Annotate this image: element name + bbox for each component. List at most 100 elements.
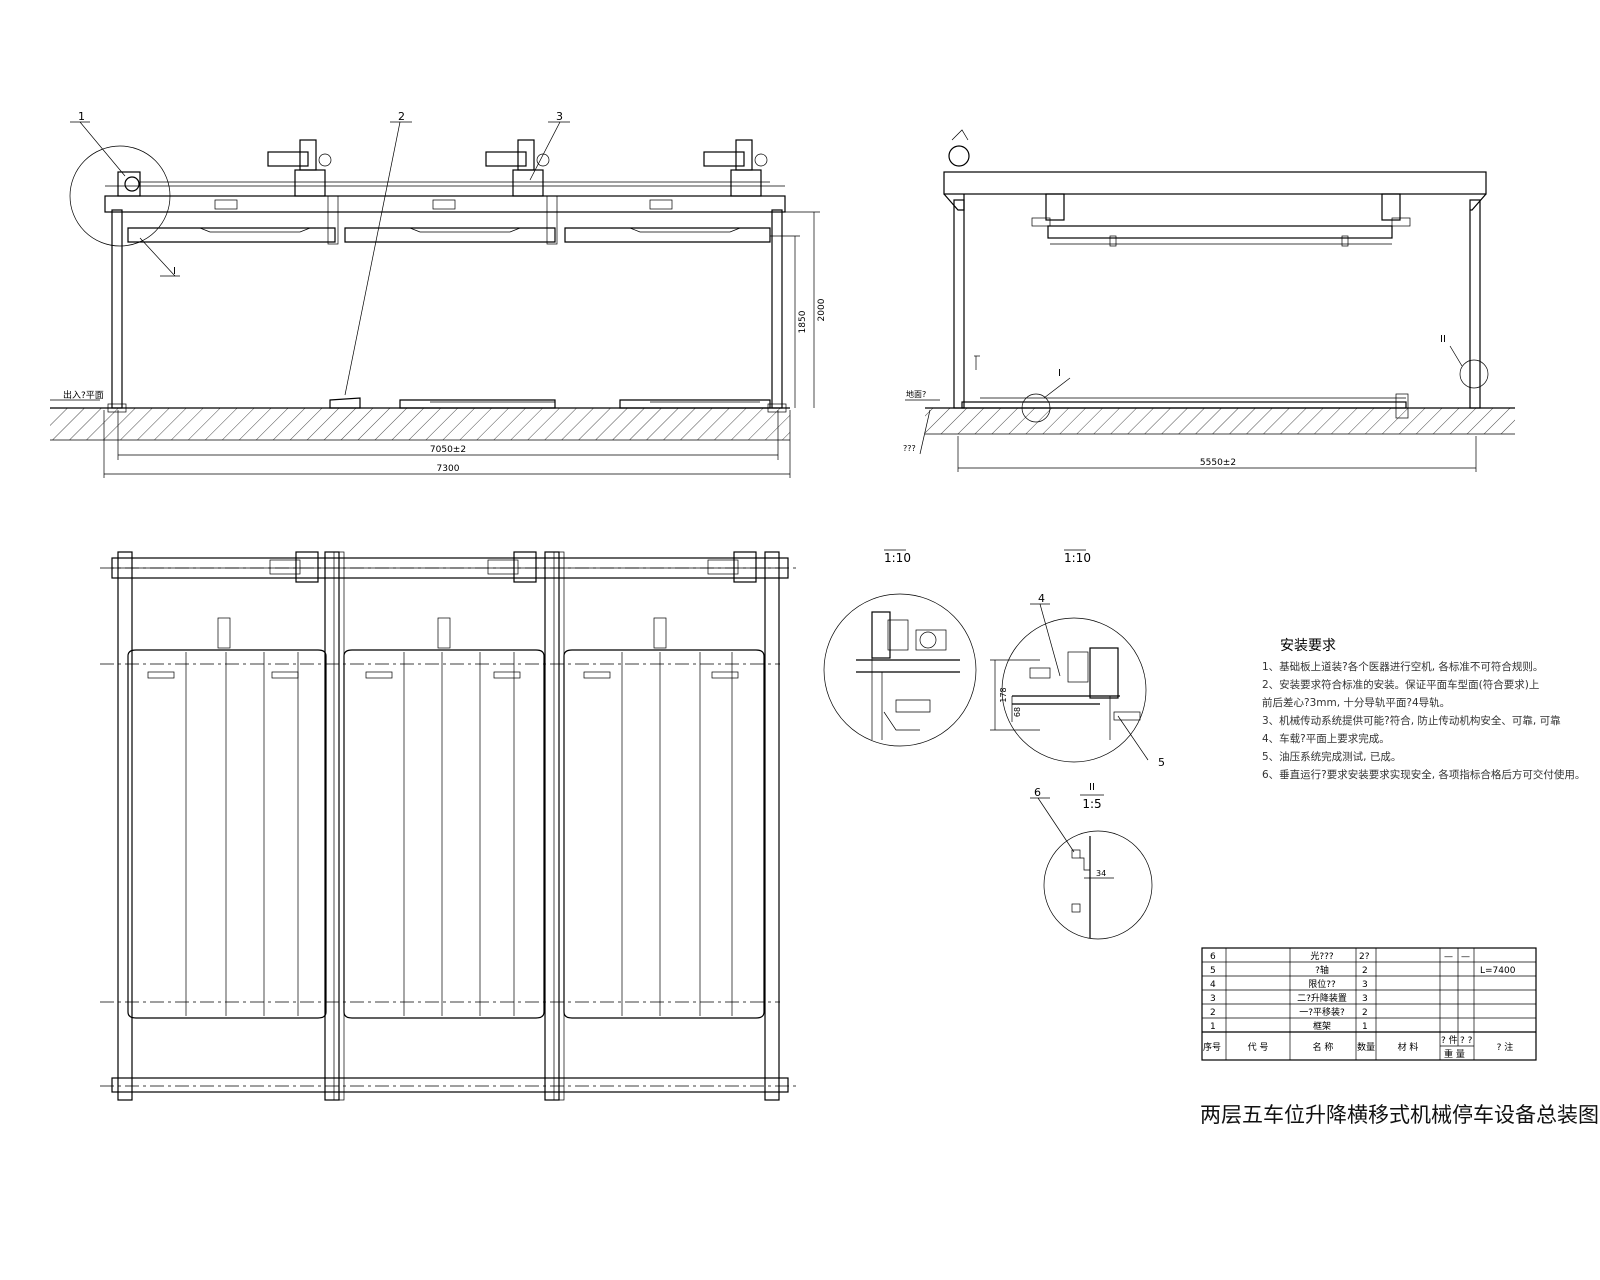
- detail-views: 1:10 1:10 178 68 4 5: [823, 549, 1165, 940]
- bom-row-2: 2 一?平移装? 2: [1210, 1006, 1368, 1018]
- detail-circle-I: [823, 593, 977, 747]
- upper-platform-2: [344, 227, 556, 243]
- callout-4: 4: [1038, 592, 1045, 605]
- svg-text:—: —: [1444, 952, 1453, 962]
- plan-pallet-3: [563, 617, 765, 1019]
- callout-6: 6: [1034, 786, 1041, 799]
- side-view: I II 地面? ??? 5550±2: [903, 129, 1515, 472]
- svg-text:框架: 框架: [1313, 1020, 1331, 1032]
- scale-b: 1:10: [1064, 551, 1091, 565]
- svg-text:光???: 光???: [1310, 950, 1334, 962]
- bom-header: 序号 代 号 名 称 数量 材 料 ? 件 ? ? 重 量 ? 注: [1203, 1034, 1513, 1060]
- svg-text:4: 4: [1210, 980, 1216, 990]
- dim-34: 34: [1096, 869, 1106, 878]
- plan-column-4: [764, 551, 780, 1101]
- svg-text:2: 2: [1210, 1008, 1216, 1018]
- requirement-line-7: 6、垂直运行?要求安装要求实现安全, 各项指标合格后方可交付使用。: [1262, 768, 1585, 781]
- svg-text:重 量: 重 量: [1444, 1048, 1465, 1060]
- front-view: I 1 2 3 出入?平面 2000 1850 7050±2 7300: [50, 110, 827, 478]
- svg-text:材 料: 材 料: [1398, 1041, 1419, 1053]
- requirements-heading: 安装要求: [1280, 638, 1336, 654]
- side-upper-platform: [1047, 225, 1393, 239]
- side-ground-hatch: [925, 408, 1515, 434]
- svg-text:3: 3: [1362, 980, 1368, 990]
- scale-c-num: II: [1089, 782, 1095, 793]
- plan-column-3: [544, 551, 560, 1101]
- bom-table: 6 光??? 2? — — 5 ?轴 2 L=7400 4 限位?? 3 3 二…: [1201, 947, 1537, 1061]
- svg-text:名 称: 名 称: [1313, 1041, 1334, 1053]
- svg-text:2: 2: [1362, 966, 1368, 976]
- dim-178: 178: [999, 687, 1008, 702]
- svg-text:? ?: ? ?: [1460, 1036, 1473, 1046]
- front-top-beam: [104, 195, 786, 213]
- bom-row-6: 6 光??? 2? — —: [1210, 950, 1470, 962]
- detail-I-label: I: [173, 266, 176, 277]
- drawing-title: 两层五车位升降横移式机械停车设备总装图: [1200, 1103, 1599, 1127]
- side-detail-II-label: II: [1440, 334, 1446, 345]
- svg-text:1: 1: [1210, 1022, 1216, 1032]
- motor-unit-3: [703, 139, 768, 197]
- svg-text:6: 6: [1210, 952, 1216, 962]
- plan-pallet-2: [343, 617, 545, 1019]
- plan-bottom-rail: [111, 1077, 789, 1093]
- install-requirements: 安装要求 1、基础板上道装?各个医器进行空机, 各标准不可符合规则。 2、安装要…: [1262, 638, 1585, 781]
- plan-view: [100, 551, 800, 1101]
- dim-2000: 2000: [817, 298, 827, 321]
- scale-a: 1:10: [884, 551, 911, 565]
- svg-text:限位??: 限位??: [1308, 978, 1336, 990]
- svg-text:2: 2: [1362, 1008, 1368, 1018]
- plan-pallet-1: [127, 617, 327, 1019]
- svg-text:代 号: 代 号: [1248, 1042, 1269, 1053]
- bom-row-1: 1 框架 1: [1210, 1020, 1368, 1032]
- side-right-column: [1469, 199, 1481, 409]
- dim-5550: 5550±2: [1200, 458, 1236, 468]
- dim-7050: 7050±2: [430, 445, 466, 455]
- svg-text:? 件: ? 件: [1441, 1034, 1458, 1046]
- side-detail-right-circle: [1459, 359, 1489, 389]
- svg-text:3: 3: [1210, 994, 1216, 1004]
- dim-7300: 7300: [437, 464, 460, 474]
- svg-text:数量: 数量: [1357, 1041, 1375, 1053]
- side-lower-platform: [961, 401, 1407, 409]
- requirement-line-5: 4、车载?平面上要求完成。: [1262, 732, 1390, 745]
- motor-unit-2: [485, 139, 550, 197]
- bom-row-5: 5 ?轴 2 L=7400: [1210, 964, 1516, 976]
- detail-I-circle: [69, 145, 171, 247]
- front-ground-hatch: [50, 408, 790, 440]
- svg-text:一?平移装?: 一?平移装?: [1299, 1006, 1345, 1018]
- side-sprocket: [948, 145, 970, 167]
- svg-text:3: 3: [1362, 994, 1368, 1004]
- motor-unit-1: [267, 139, 332, 197]
- svg-text:L=7400: L=7400: [1480, 966, 1516, 976]
- plan-column-1: [117, 551, 133, 1101]
- svg-text:序号: 序号: [1203, 1041, 1221, 1053]
- svg-text:2?: 2?: [1359, 952, 1370, 962]
- svg-text:? 注: ? 注: [1497, 1041, 1514, 1053]
- side-top-beam: [943, 171, 1487, 195]
- svg-text:5: 5: [1210, 966, 1216, 976]
- requirement-line-6: 5、油压系统完成测试, 已成。: [1262, 750, 1401, 763]
- side-floor-label: 地面?: [906, 389, 926, 399]
- requirement-line-2: 2、安装要求符合标准的安装。保证平面车型面(符合要求)上: [1262, 678, 1539, 691]
- detail-circle-III: [1043, 830, 1153, 940]
- callout-2: 2: [398, 110, 405, 123]
- plan-column-2: [324, 551, 340, 1101]
- svg-text:—: —: [1461, 952, 1470, 962]
- front-right-column: [771, 209, 783, 409]
- side-ground-label: ???: [903, 444, 916, 453]
- svg-text:1: 1: [1362, 1022, 1368, 1032]
- requirement-line-3: 前后差心?3mm, 十分导轨平面?4导轨。: [1262, 696, 1450, 709]
- dim-68: 68: [1013, 707, 1022, 717]
- upper-platform-3: [564, 227, 771, 243]
- bom-row-4: 4 限位?? 3: [1210, 978, 1368, 990]
- side-detail-II-circle: [1021, 393, 1051, 423]
- requirement-line-4: 3、机械传动系统提供可能?符合, 防止传动机构安全、可靠, 可靠: [1262, 714, 1561, 727]
- lower-platform-2: [619, 399, 771, 409]
- upper-platform-1: [127, 227, 336, 243]
- side-left-column: [953, 199, 965, 409]
- dim-1850: 1850: [798, 310, 808, 333]
- side-detail-I-label: I: [1058, 368, 1061, 379]
- callout-3: 3: [556, 110, 563, 123]
- front-floor-label: 出入?平面: [63, 389, 104, 401]
